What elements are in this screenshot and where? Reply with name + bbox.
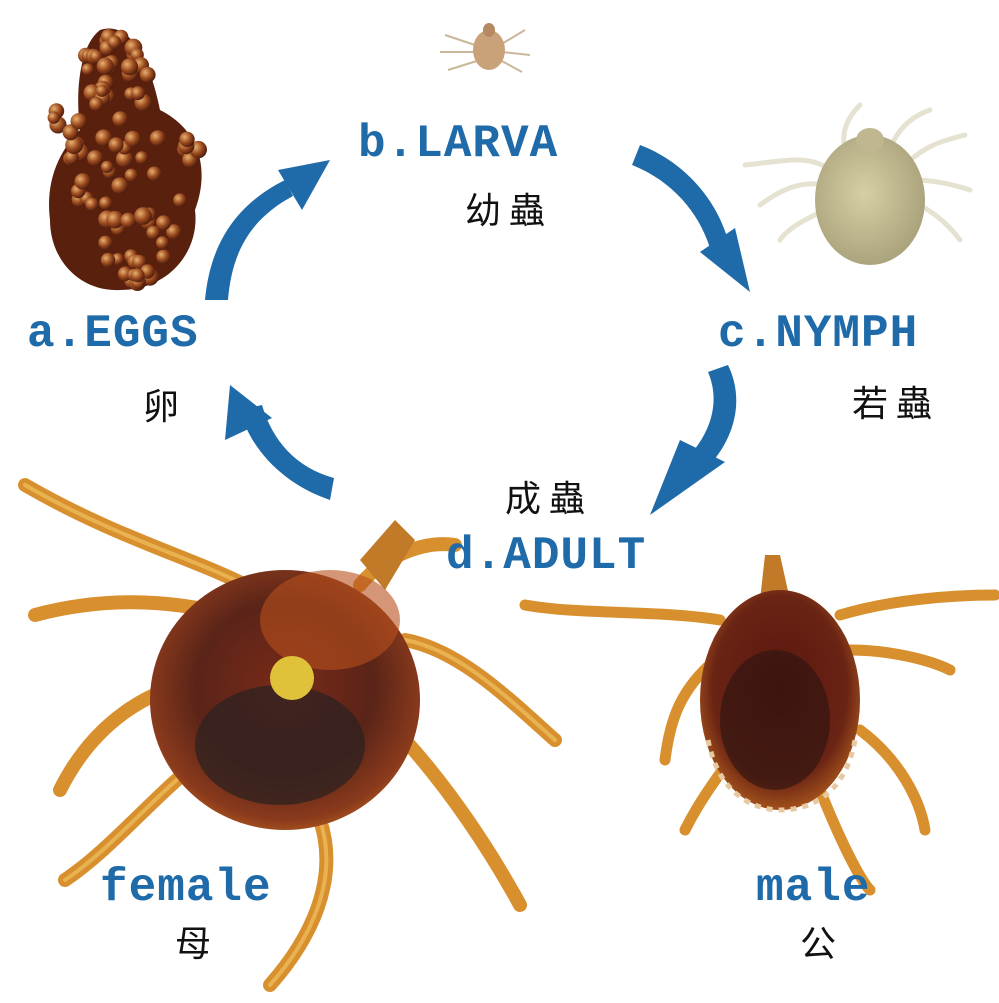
larva-label: b.LARVA (358, 118, 558, 170)
female-label: female (100, 862, 272, 914)
egg-bead (71, 113, 87, 129)
egg-bead (121, 213, 136, 228)
egg-bead (101, 161, 113, 173)
egg-bead (131, 86, 145, 100)
egg-bead (89, 97, 103, 111)
egg-bead (131, 268, 145, 282)
egg-bead (112, 111, 127, 126)
egg-bead (97, 58, 114, 75)
egg-bead (156, 236, 169, 249)
arrow-nymph-to-adult (650, 365, 736, 515)
egg-bead (147, 167, 161, 181)
egg-bead (85, 198, 98, 211)
male-tick-image (525, 555, 995, 890)
egg-bead (140, 67, 156, 83)
egg-bead (87, 150, 103, 166)
egg-bead (156, 250, 170, 264)
egg-bead (179, 132, 194, 147)
eggs-label: a.EGGS (27, 308, 199, 360)
female-chinese-label: 母 (175, 915, 219, 967)
egg-bead (108, 35, 122, 49)
egg-bead (150, 130, 166, 146)
egg-bead (98, 236, 112, 250)
egg-bead (173, 193, 186, 206)
egg-bead (75, 173, 91, 189)
male-chinese-label: 公 (800, 915, 844, 967)
egg-bead (99, 197, 112, 210)
arrow-eggs-to-larva (205, 160, 330, 300)
egg-bead (48, 111, 60, 123)
egg-bead (108, 137, 123, 152)
egg-bead (125, 131, 141, 147)
egg-bead (101, 253, 115, 267)
nymph-image (745, 105, 970, 265)
egg-bead (111, 177, 128, 194)
arrow-adult-to-eggs (225, 385, 334, 500)
adult-chinese-label: 成蟲 (505, 470, 593, 522)
egg-bead (135, 151, 148, 164)
larva-image (440, 23, 530, 72)
egg-bead (146, 226, 160, 240)
egg-bead (82, 63, 94, 75)
egg-bead (96, 85, 108, 97)
adult-label: d.ADULT (446, 530, 646, 582)
nymph-chinese-label: 若蟲 (852, 375, 940, 427)
nymph-label: c.NYMPH (718, 308, 918, 360)
male-label: male (756, 862, 870, 914)
larva-chinese-label: 幼蟲 (465, 182, 553, 234)
arrow-larva-to-nymph (632, 145, 750, 292)
eggs-cluster-image (48, 28, 207, 291)
eggs-chinese-label: 卵 (143, 378, 187, 430)
egg-bead (134, 207, 152, 225)
egg-bead (125, 169, 138, 182)
egg-bead (121, 58, 138, 75)
